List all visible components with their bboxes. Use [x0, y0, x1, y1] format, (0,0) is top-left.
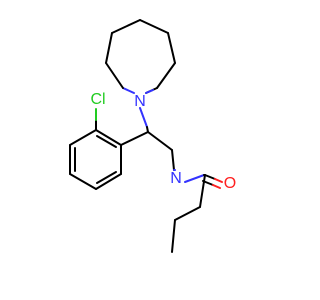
bond — [145, 89, 154, 94]
chlorine-atom-label: Cl — [90, 91, 105, 108]
bond — [174, 206, 201, 221]
bond — [96, 135, 117, 148]
bond — [122, 87, 135, 94]
background — [0, 0, 300, 300]
atom-labels: N Cl N O — [90, 91, 236, 192]
bond — [214, 178, 223, 183]
bond — [199, 174, 206, 208]
nitrogen-amide-atom-label: N — [170, 170, 182, 187]
bond — [139, 19, 169, 34]
bond — [171, 219, 176, 253]
bond — [105, 62, 124, 89]
oxygen-atom-label: O — [224, 175, 236, 192]
bond — [147, 131, 173, 151]
chemical-structure: N Cl N O — [0, 0, 300, 300]
bond — [139, 107, 148, 128]
bond — [96, 171, 117, 184]
bond — [120, 131, 149, 146]
bond — [111, 19, 141, 34]
nitrogen-atom-label: N — [134, 93, 146, 110]
bonds — [69, 19, 223, 253]
bond — [95, 173, 122, 190]
bond — [171, 149, 175, 171]
bond — [184, 174, 205, 183]
bond — [204, 174, 216, 180]
bond — [95, 129, 122, 146]
bond — [212, 184, 221, 189]
bond — [105, 32, 113, 64]
bond — [156, 62, 176, 89]
bond — [69, 129, 97, 146]
bond — [167, 32, 176, 64]
bond — [69, 173, 97, 190]
